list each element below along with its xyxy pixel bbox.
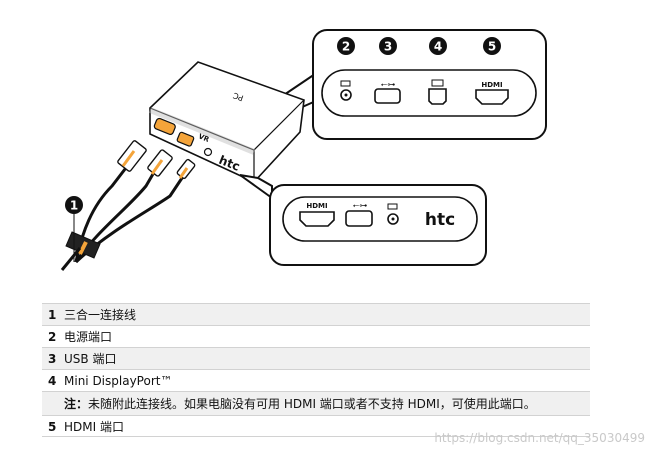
legend-row-4: 4 Mini DisplayPort™ — [42, 369, 590, 391]
note-text: 未随附此连接线。如果电脑没有可用 HDMI 端口或者不支持 HDMI，可使用此端… — [88, 397, 536, 411]
port-legend-table: 1 三合一连接线 2 电源端口 3 USB 端口 4 Mini DisplayPort™… — [42, 303, 590, 437]
legend-text: USB 端口 — [64, 352, 117, 366]
svg-text:⭠⊶: ⭠⊶ — [353, 201, 367, 210]
three-in-one-cable — [60, 140, 196, 271]
legend-number: 3 — [48, 352, 57, 366]
legend-row-3: 3 USB 端口 — [42, 347, 590, 369]
htc-logo: htc — [425, 210, 455, 230]
legend-number: 4 — [48, 374, 57, 388]
svg-text:HDMI: HDMI — [306, 202, 327, 210]
legend-text: Mini DisplayPort™ — [64, 374, 173, 388]
legend-text: 电源端口 — [64, 330, 113, 344]
legend-row-2: 2 电源端口 — [42, 325, 590, 347]
watermark-url: https://blog.csdn.net/qq_35030499 — [434, 431, 645, 445]
callout-4: 4 — [429, 37, 447, 55]
hdmi-port-face-icon: HDMI — [299, 202, 335, 227]
legend-note-row: 注：未随附此连接线。如果电脑没有可用 HDMI 端口或者不支持 HDMI，可使用… — [42, 391, 590, 415]
callout-3: 3 — [379, 37, 397, 55]
svg-text:HDMI: HDMI — [481, 81, 502, 89]
usb-port-icon: ⭠⊶ — [374, 80, 401, 104]
power-port-icon — [340, 80, 352, 101]
legend-row-5: 5 HDMI 端口 — [42, 415, 590, 437]
svg-text:5: 5 — [488, 40, 496, 54]
svg-text:VR: VR — [197, 132, 211, 144]
svg-text:⭠⊶: ⭠⊶ — [381, 80, 395, 89]
callout-pointer-bottom — [239, 174, 273, 200]
legend-number: 5 — [48, 420, 57, 434]
usb-port-face-icon: ⭠⊶ — [345, 201, 373, 227]
mini-displayport-icon — [428, 79, 447, 105]
callout-5: 5 — [483, 37, 501, 55]
svg-text:1: 1 — [70, 199, 78, 213]
note-label: 注： — [64, 397, 89, 411]
svg-text:3: 3 — [384, 40, 392, 54]
svg-text:4: 4 — [434, 40, 442, 54]
legend-text: HDMI 端口 — [64, 420, 124, 434]
link-box-diagram: 2 3 4 5 ⭠⊶ HDMI PC VR htc — [60, 29, 547, 271]
power-port-face-icon — [387, 203, 399, 225]
legend-number: 1 — [48, 308, 57, 322]
hdmi-port-icon: HDMI — [475, 81, 509, 105]
svg-text:PC: PC — [231, 90, 244, 102]
legend-text: 三合一连接线 — [64, 308, 137, 322]
legend-number: 2 — [48, 330, 57, 344]
legend-row-1: 1 三合一连接线 — [42, 303, 590, 325]
svg-text:2: 2 — [342, 40, 350, 54]
callout-2: 2 — [337, 37, 355, 55]
callout-1: 1 — [65, 196, 83, 262]
link-box-device: PC VR htc — [148, 61, 305, 183]
